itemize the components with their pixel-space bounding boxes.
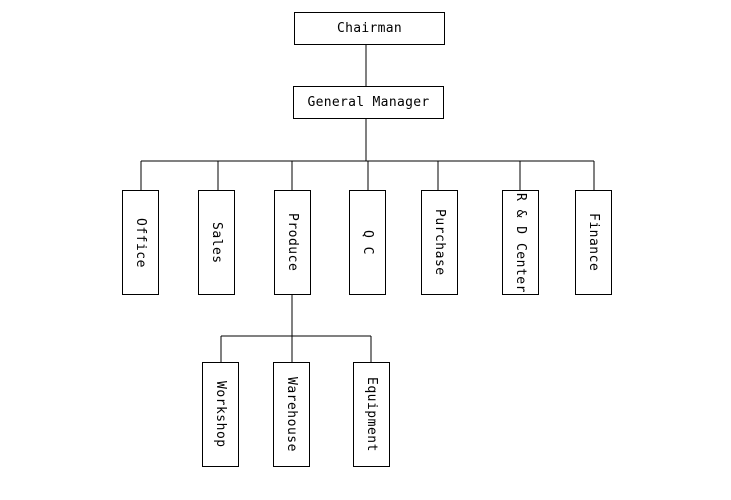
dept-finance-box: Finance: [575, 190, 612, 295]
dept-purchase-box: Purchase: [421, 190, 458, 295]
unit-workshop-label: Workshop: [213, 381, 228, 448]
dept-qc-label: Q C: [360, 230, 375, 255]
chairman-box: Chairman: [294, 12, 445, 45]
dept-rd-center-box: R & D Center: [502, 190, 539, 295]
dept-sales-box: Sales: [198, 190, 235, 295]
general-manager-label: General Manager: [307, 95, 430, 110]
unit-warehouse-label: Warehouse: [284, 377, 299, 452]
dept-produce-box: Produce: [274, 190, 311, 295]
general-manager-box: General Manager: [293, 86, 444, 119]
dept-sales-label: Sales: [209, 221, 224, 264]
dept-office-label: Office: [133, 217, 148, 268]
dept-office-box: Office: [122, 190, 159, 295]
dept-qc-box: Q C: [349, 190, 386, 295]
dept-rd-center-label: R & D Center: [513, 192, 528, 293]
chairman-label: Chairman: [336, 21, 402, 36]
unit-workshop-box: Workshop: [202, 362, 239, 467]
dept-produce-label: Produce: [285, 213, 300, 272]
unit-warehouse-box: Warehouse: [273, 362, 310, 467]
dept-finance-label: Finance: [586, 213, 601, 272]
unit-equipment-box: Equipment: [353, 362, 390, 467]
dept-purchase-label: Purchase: [432, 209, 447, 276]
unit-equipment-label: Equipment: [364, 377, 379, 452]
